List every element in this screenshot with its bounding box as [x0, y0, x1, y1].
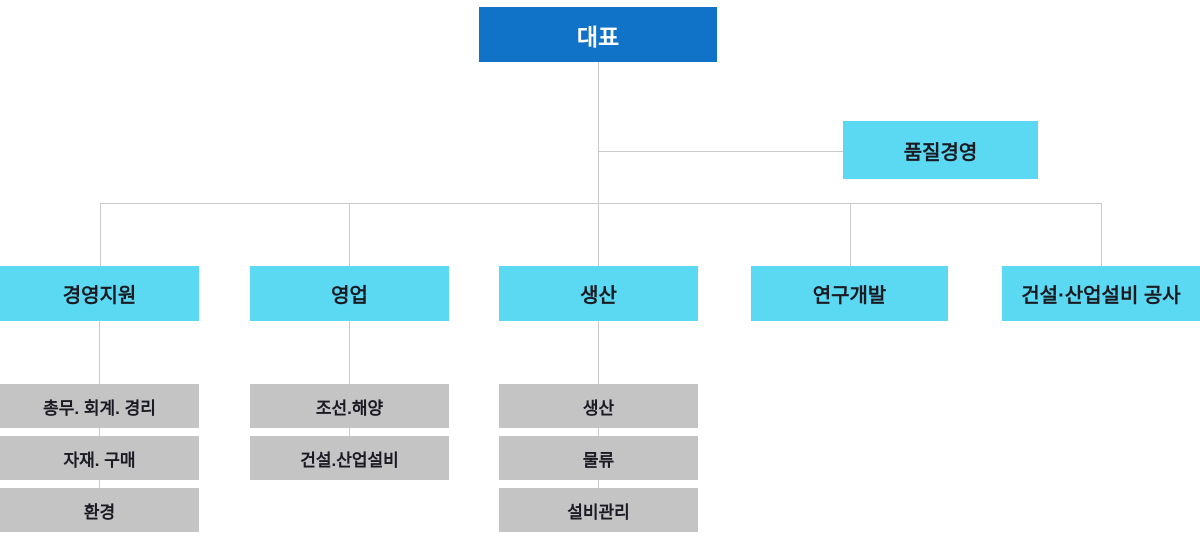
- connector-root-drop: [598, 62, 599, 203]
- connector-subgap: [99, 428, 100, 436]
- connector-main-rail: [100, 203, 1102, 204]
- connector-subgap: [349, 428, 350, 436]
- connector-drop-management-support: [100, 203, 101, 266]
- org-node-quality-management: 품질경영: [843, 121, 1038, 179]
- org-subnode-logistics: 물류: [499, 436, 698, 480]
- org-subnode-production: 생산: [499, 384, 698, 428]
- connector-sub-sales: [349, 321, 350, 384]
- connector-drop-construction: [1101, 203, 1102, 266]
- org-node-ceo: 대표: [479, 7, 717, 62]
- connector-sub-management-support: [99, 321, 100, 384]
- org-subnode-materials-purchasing: 자재. 구매: [0, 436, 199, 480]
- connector-subgap: [99, 480, 100, 488]
- org-node-sales: 영업: [250, 266, 449, 321]
- connector-sub-production: [598, 321, 599, 384]
- connector-staff-branch: [598, 151, 843, 152]
- connector-subgap: [598, 480, 599, 488]
- org-node-construction: 건설·산업설비 공사: [1002, 266, 1200, 321]
- org-node-production: 생산: [499, 266, 698, 321]
- connector-drop-rnd: [850, 203, 851, 266]
- connector-drop-sales: [349, 203, 350, 266]
- org-subnode-environment: 환경: [0, 488, 199, 532]
- org-subnode-facility-management: 설비관리: [499, 488, 698, 532]
- org-node-rnd: 연구개발: [751, 266, 948, 321]
- org-subnode-general-affairs-accounting: 총무. 회계. 경리: [0, 384, 199, 428]
- connector-drop-production: [598, 203, 599, 266]
- org-node-management-support: 경영지원: [0, 266, 199, 321]
- connector-subgap: [598, 428, 599, 436]
- org-subnode-shipbuilding-marine: 조선.해양: [250, 384, 449, 428]
- org-subnode-construction-industrial-equipment: 건설.산업설비: [250, 436, 449, 480]
